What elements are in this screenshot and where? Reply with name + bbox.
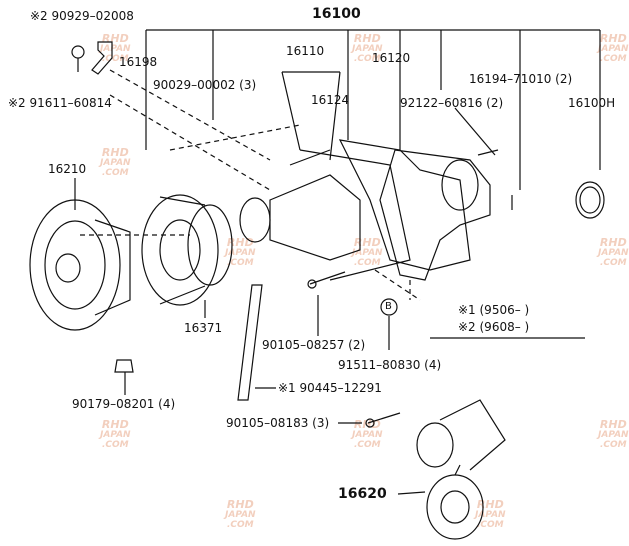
part-label-16124: 16124 <box>311 93 350 107</box>
part-label-16371: 16371 <box>184 321 223 335</box>
bracket-16198 <box>91 41 113 75</box>
housing-16120 <box>379 149 491 281</box>
stud-92122 <box>477 149 499 156</box>
dashed-guide <box>374 269 421 301</box>
part-label-16120: 16120 <box>372 51 411 65</box>
leader-line <box>454 107 496 156</box>
note-1: ※1 (9506– ) <box>458 303 530 317</box>
part-label-91611-60814: ※2 91611–60814 <box>8 96 112 110</box>
part-label-90105-08257: 90105–08257 (2) <box>262 338 366 352</box>
tensioner-16620 <box>416 399 506 540</box>
pulley-16371 <box>141 194 233 306</box>
part-label-90929-02008: ※2 90929–02008 <box>30 9 134 23</box>
pipe-90445 <box>237 284 263 401</box>
part-label-92122-60816: 92122–60816 (2) <box>400 96 504 110</box>
water-pump-16110 <box>239 149 411 281</box>
part-label-16620: 16620 <box>338 486 387 502</box>
fan-clutch-16210 <box>29 199 131 331</box>
part-label-16194-71010: 16194–71010 (2) <box>469 72 573 86</box>
part-label-16210: 16210 <box>48 162 87 176</box>
bolt-90105-08183 <box>367 412 401 424</box>
note-2: ※2 (9608– ) <box>458 320 530 334</box>
gasket-16124 <box>338 139 471 271</box>
part-label-16110: 16110 <box>286 44 325 58</box>
nut-90179 <box>114 359 134 373</box>
part-label-90029-00002: 90029–00002 (3) <box>153 78 257 92</box>
badge-b: B <box>385 301 392 312</box>
dashed-guide <box>169 124 301 151</box>
part-label-91511-80830: 91511–80830 (4) <box>338 358 442 372</box>
part-label-90445-12291: ※1 90445–12291 <box>278 381 382 395</box>
leader-line <box>397 491 426 495</box>
part-label-16100h: 16100H <box>568 96 616 110</box>
o-ring-16100h <box>575 181 605 219</box>
bolt-91611 <box>71 45 85 59</box>
leader-line <box>281 71 341 161</box>
part-label-90105-08183: 90105–08183 (3) <box>226 416 330 430</box>
part-label-90179-08201: 90179–08201 (4) <box>72 397 176 411</box>
part-label-16100: 16100 <box>312 6 361 22</box>
part-label-16198: 16198 <box>119 55 158 69</box>
dashed-guide <box>109 69 271 161</box>
dashed-guide <box>109 94 271 191</box>
badge-b-circle <box>380 298 398 316</box>
